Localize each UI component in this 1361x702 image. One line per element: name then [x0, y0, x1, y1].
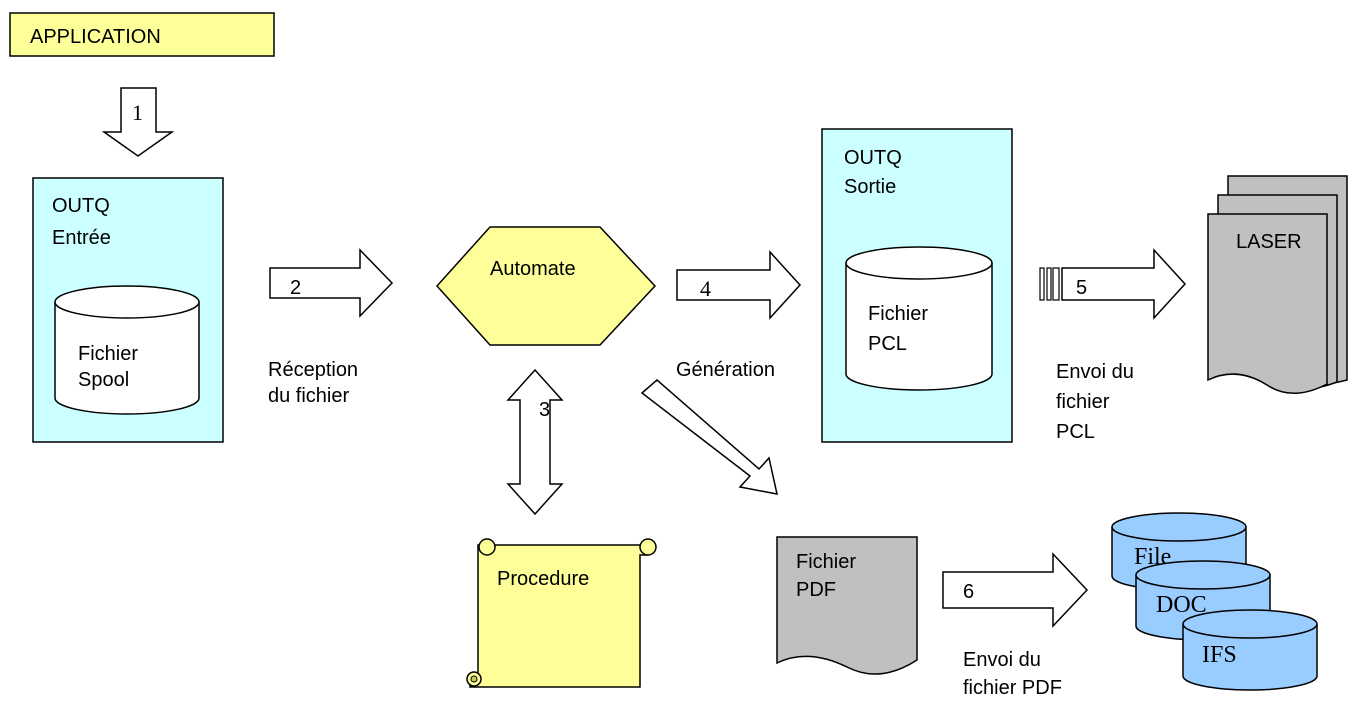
procedure-scroll: Procedure: [466, 538, 657, 688]
database-doc-label: DOC: [1156, 592, 1207, 618]
envoi-pcl-label-1: Envoi du: [1056, 361, 1134, 383]
laser-printer-documents: LASER: [1207, 175, 1348, 394]
outq-input-title: OUTQ: [52, 195, 110, 217]
automate-label: Automate: [490, 258, 576, 280]
step-2-arrow: 2: [269, 248, 394, 318]
pcl-file-label-2: PCL: [868, 333, 907, 355]
procedure-label: Procedure: [497, 568, 589, 590]
outq-input-box: OUTQ Entrée Fichier Spool: [32, 177, 224, 443]
pdf-label-1: Fichier: [796, 551, 856, 573]
automate-node: Automate: [435, 226, 657, 346]
reception-label-1: Réception: [268, 359, 358, 381]
outq-output-title: OUTQ: [844, 147, 902, 169]
outq-output-box: OUTQ Sortie Fichier PCL: [821, 128, 1013, 443]
pdf-document: Fichier PDF: [776, 536, 918, 675]
application-box: APPLICATION: [9, 12, 275, 57]
step-2-number: 2: [290, 277, 301, 299]
envoi-pcl-label-2: fichier: [1056, 391, 1110, 413]
envoi-pdf-label-2: fichier PDF: [963, 677, 1062, 699]
database-ifs-label: IFS: [1202, 642, 1237, 668]
pcl-file-cylinder: Fichier PCL: [845, 246, 993, 391]
envoi-pdf-label-1: Envoi du: [963, 649, 1041, 671]
step-6-number: 6: [963, 581, 974, 603]
outq-input-subtitle: Entrée: [52, 227, 111, 249]
generation-label: Génération: [676, 359, 775, 381]
step-1-number: 1: [132, 100, 143, 125]
step-6-arrow: 6: [942, 552, 1089, 628]
spool-file-label-1: Fichier: [78, 343, 138, 365]
step-1-arrow: 1: [101, 87, 175, 157]
spool-file-cylinder: Fichier Spool: [54, 285, 200, 415]
spool-file-label-2: Spool: [78, 369, 129, 391]
database-ifs: IFS: [1182, 609, 1318, 691]
application-label: APPLICATION: [30, 26, 161, 48]
reception-label-2: du fichier: [268, 385, 349, 407]
step-4-arrow: 4: [676, 250, 802, 320]
pcl-file-label-1: Fichier: [868, 303, 928, 325]
step-3-number: 3: [539, 399, 550, 421]
step-4-number: 4: [700, 276, 711, 301]
pdf-label-2: PDF: [796, 579, 836, 601]
laser-label: LASER: [1236, 231, 1302, 253]
outq-output-subtitle: Sortie: [844, 176, 896, 198]
generation-pdf-arrow: [640, 379, 778, 495]
step-5-arrow: 5: [1039, 248, 1187, 320]
envoi-pcl-label-3: PCL: [1056, 421, 1095, 443]
step-3-arrow: 3: [506, 368, 564, 516]
step-5-number: 5: [1076, 277, 1087, 299]
